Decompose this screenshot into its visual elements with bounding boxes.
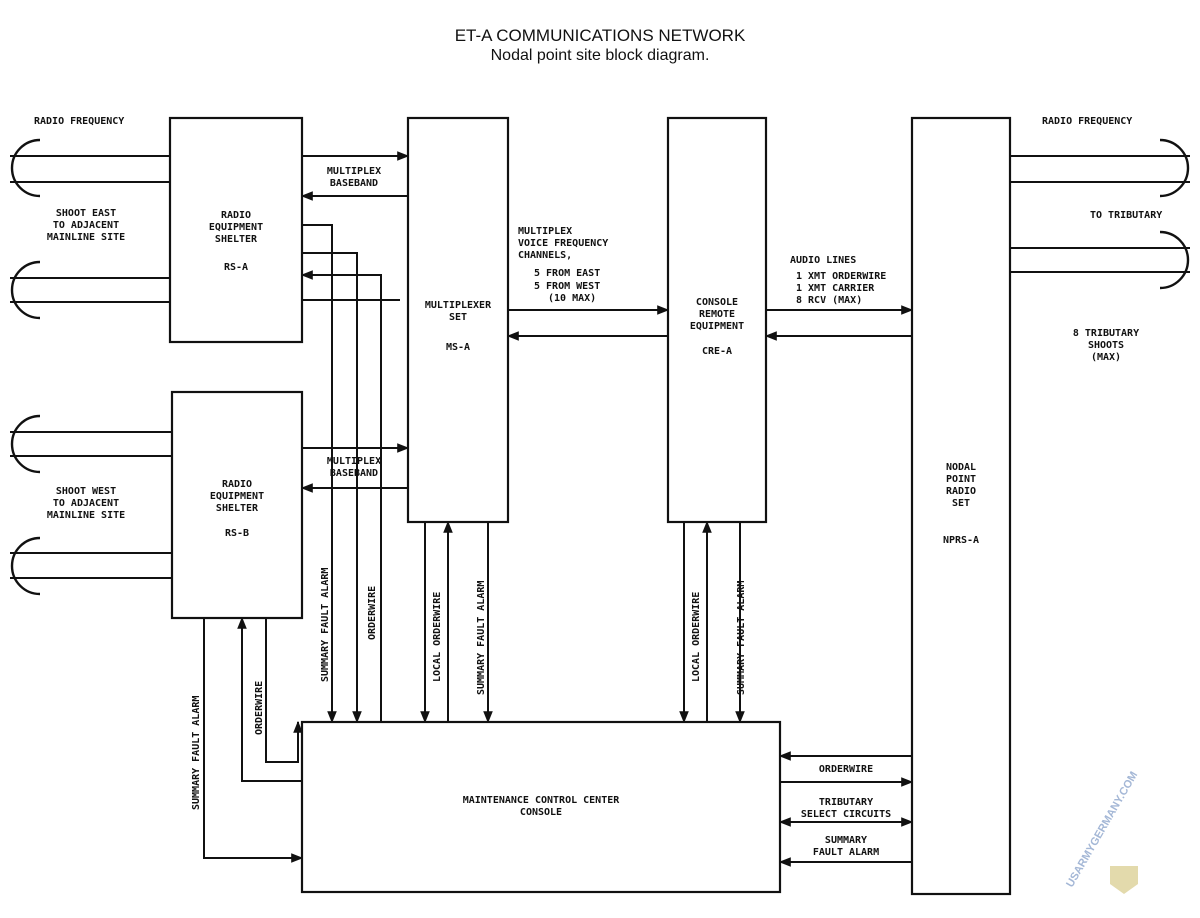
label-vf-5: 5 FROM WEST: [534, 281, 600, 292]
vlabel-summary-rsa: SUMMARY FAULT ALARM: [320, 568, 331, 682]
cre-a-line1: CONSOLE: [696, 297, 738, 308]
dish-west-bottom-icon: [10, 536, 41, 596]
ms-a-line2: SET: [449, 312, 467, 323]
rs-a-line3: SHELTER: [215, 234, 258, 245]
nprs-a-line3: RADIO: [946, 486, 976, 497]
label-audio-4: 8 RCV (MAX): [796, 295, 862, 306]
vlabel-local-orderwire-ms: LOCAL ORDERWIRE: [432, 592, 443, 682]
rs-b-id: RS-B: [225, 528, 249, 539]
mcc-line2: CONSOLE: [520, 807, 562, 818]
label-shoot-east-3: MAINLINE SITE: [47, 232, 125, 243]
nprs-a-id: NPRS-A: [943, 535, 979, 546]
dish-east-bottom-icon: [10, 260, 41, 320]
label-shoot-east-1: SHOOT EAST: [56, 208, 116, 219]
rs-a-id: RS-A: [224, 262, 248, 273]
dish-west-top-icon: [10, 414, 41, 474]
label-shoot-east-2: TO ADJACENT: [53, 220, 119, 231]
label-trib-shoots-3: (MAX): [1091, 352, 1121, 363]
vlabel-summary-ms: SUMMARY FAULT ALARM: [476, 581, 487, 695]
diagram-subtitle: Nodal point site block diagram.: [490, 47, 710, 64]
ms-a-line1: MULTIPLEXER: [425, 300, 492, 311]
vlabel-summary-cre: SUMMARY FAULT ALARM: [736, 581, 747, 695]
block-rs-b: RADIO EQUIPMENT SHELTER RS-B: [170, 390, 304, 620]
rs-b-line1: RADIO: [222, 479, 252, 490]
label-baseband-top-1: MULTIPLEX: [327, 166, 381, 177]
vlabel-summary-rsb: SUMMARY FAULT ALARM: [191, 696, 202, 810]
nprs-a-line4: SET: [952, 498, 970, 509]
label-baseband-top-2: BASEBAND: [330, 178, 378, 189]
connections: [40, 151, 1160, 867]
block-rs-a: RADIO EQUIPMENT SHELTER RS-A: [168, 116, 304, 344]
label-rf-right: RADIO FREQUENCY: [1042, 116, 1132, 127]
label-shoot-west-2: TO ADJACENT: [53, 498, 119, 509]
label-trib-select-1: TRIBUTARY: [819, 797, 873, 808]
title-block: ET-A COMMUNICATIONS NETWORK Nodal point …: [0, 26, 1200, 66]
vlabel-orderwire-rsa: ORDERWIRE: [367, 586, 378, 640]
cre-a-line3: EQUIPMENT: [690, 321, 744, 332]
label-vf-3: CHANNELS,: [518, 250, 572, 261]
label-vf-1: MULTIPLEX: [518, 226, 572, 237]
dish-east-top-icon: [10, 138, 41, 198]
nprs-a-line2: POINT: [946, 474, 976, 485]
label-summary-right-1: SUMMARY: [825, 835, 867, 846]
label-shoot-west-3: MAINLINE SITE: [47, 510, 125, 521]
ms-a-id: MS-A: [446, 342, 470, 353]
label-trib-select-2: SELECT CIRCUITS: [801, 809, 891, 820]
label-vf-2: VOICE FREQUENCY: [518, 238, 608, 249]
label-audio-2: 1 XMT ORDERWIRE: [796, 271, 886, 282]
label-summary-right-2: FAULT ALARM: [813, 847, 879, 858]
label-audio-3: 1 XMT CARRIER: [796, 283, 875, 294]
rs-b-line2: EQUIPMENT: [210, 491, 264, 502]
vlabel-orderwire-rsb: ORDERWIRE: [254, 681, 265, 735]
label-trib-shoots-2: SHOOTS: [1088, 340, 1124, 351]
cre-a-id: CRE-A: [702, 346, 732, 357]
mcc-line1: MAINTENANCE CONTROL CENTER: [463, 795, 621, 806]
block-nprs-a: NODAL POINT RADIO SET NPRS-A: [910, 116, 1012, 896]
rs-a-line1: RADIO: [221, 210, 251, 221]
dish-tributary-top-icon: [1159, 138, 1190, 198]
block-mcc-console: MAINTENANCE CONTROL CENTER CONSOLE: [300, 720, 782, 894]
rs-a-line2: EQUIPMENT: [209, 222, 263, 233]
block-ms-a: MULTIPLEXER SET MS-A: [406, 116, 510, 524]
label-vf-6: (10 MAX): [548, 293, 596, 304]
dish-tributary-bottom-icon: [1159, 230, 1190, 290]
label-audio-1: AUDIO LINES: [790, 255, 856, 266]
label-orderwire-right: ORDERWIRE: [819, 764, 873, 775]
block-cre-a: CONSOLE REMOTE EQUIPMENT CRE-A: [666, 116, 768, 524]
vlabel-local-orderwire-cre: LOCAL ORDERWIRE: [691, 592, 702, 682]
nprs-a-line1: NODAL: [946, 462, 976, 473]
label-baseband-bottom-2: BASEBAND: [330, 468, 378, 479]
label-to-tributary: TO TRIBUTARY: [1090, 210, 1162, 221]
label-rf-left: RADIO FREQUENCY: [34, 116, 124, 127]
label-trib-shoots-1: 8 TRIBUTARY: [1073, 328, 1139, 339]
label-vf-4: 5 FROM EAST: [534, 268, 600, 279]
label-shoot-west-1: SHOOT WEST: [56, 486, 116, 497]
rs-b-line3: SHELTER: [216, 503, 259, 514]
cre-a-line2: REMOTE: [699, 309, 735, 320]
watermark-logo: USARMYGERMANY.COM: [1064, 770, 1140, 894]
diagram-title: ET-A COMMUNICATIONS NETWORK: [454, 26, 746, 45]
label-baseband-bottom-1: MULTIPLEX: [327, 456, 381, 467]
